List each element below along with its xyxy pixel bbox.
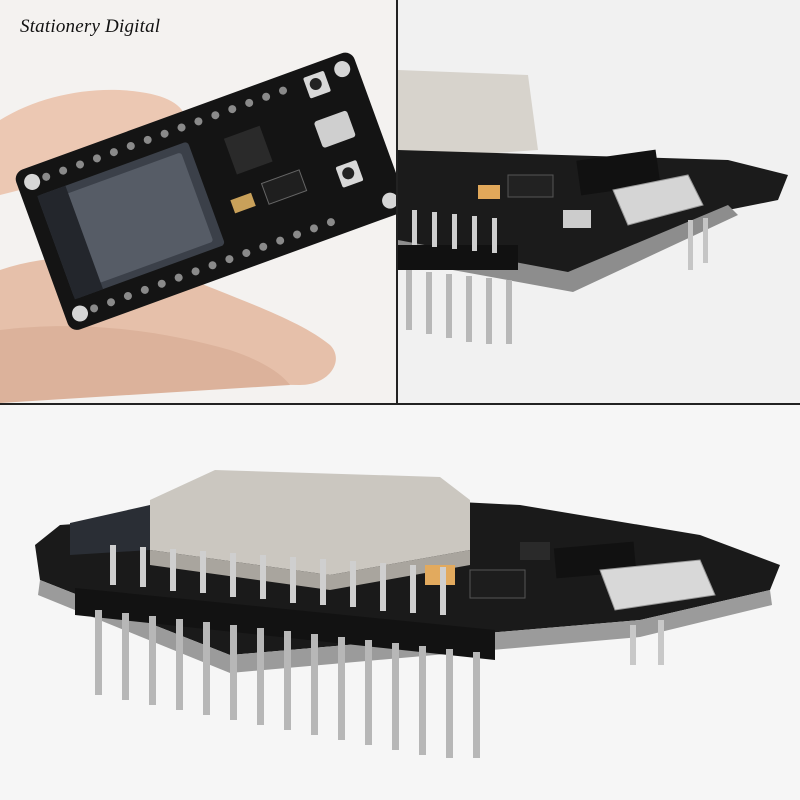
panel-divider-horizontal <box>0 403 800 405</box>
usb-port <box>314 110 356 148</box>
metal-shield <box>398 70 538 160</box>
photo-closeup-usb-and-headers <box>398 0 800 403</box>
panel-divider-vertical <box>396 0 398 403</box>
side-view-illustration <box>0 405 800 800</box>
pin-headers <box>75 545 664 758</box>
watermark: Stationery Digital <box>20 16 161 37</box>
photo-board-side-view <box>0 405 800 800</box>
photo-hand-holding-board <box>0 0 396 403</box>
chip <box>576 149 661 196</box>
usb-port <box>599 559 716 611</box>
metal-shield <box>150 470 470 575</box>
chip <box>223 125 273 175</box>
pin-headers <box>398 210 708 344</box>
closeup-illustration <box>398 0 800 403</box>
hand-holding-board-illustration <box>0 52 396 403</box>
usb-port <box>612 174 704 226</box>
